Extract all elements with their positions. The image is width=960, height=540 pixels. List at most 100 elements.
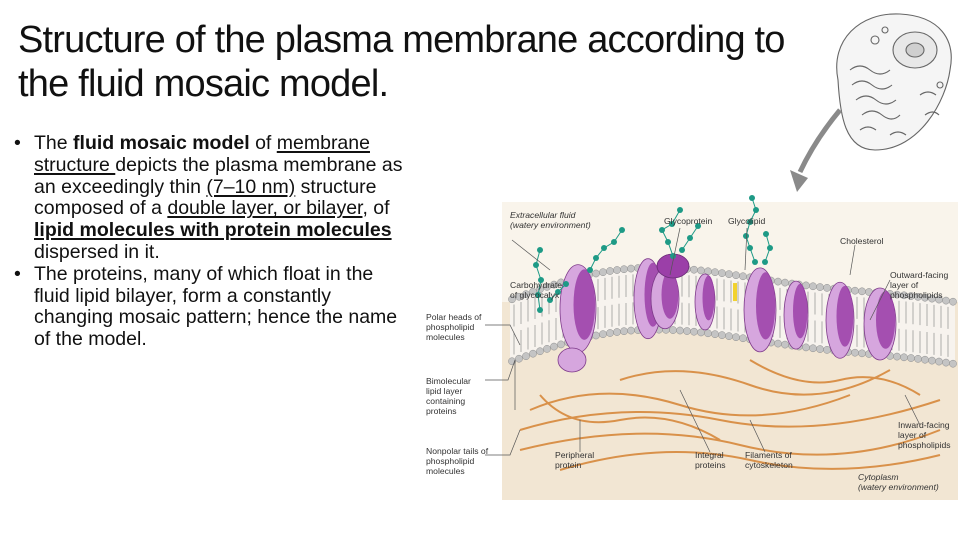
phospholipid-head bbox=[732, 333, 740, 342]
phospholipid-head bbox=[599, 268, 607, 277]
bullet-dot-icon: • bbox=[14, 262, 21, 285]
phospholipid-head bbox=[669, 326, 677, 334]
sugar-unit bbox=[753, 207, 759, 213]
sugar-unit bbox=[611, 239, 617, 245]
sugar-unit bbox=[537, 247, 543, 253]
label-nonpolar-tails: Nonpolar tails of phospholipid molecules bbox=[426, 446, 489, 476]
label-outward-layer: Outward-facing layer of phospholipids bbox=[890, 270, 949, 300]
phospholipid-head bbox=[802, 343, 810, 352]
bullet1-text: The bbox=[34, 132, 74, 154]
phospholipid-head bbox=[529, 287, 537, 296]
phospholipid-head bbox=[627, 264, 635, 273]
phospholipid-head bbox=[697, 266, 705, 275]
label-bimolecular-layer: Bimolecular lipid layer containing prote… bbox=[426, 376, 471, 416]
phospholipid-head bbox=[823, 346, 831, 354]
sugar-unit bbox=[747, 245, 753, 251]
sugar-unit bbox=[669, 221, 675, 227]
phospholipid-head bbox=[851, 286, 859, 295]
sugar-unit bbox=[743, 233, 749, 239]
phospholipid-head bbox=[851, 348, 859, 357]
bullet1-underlined: (7–10 nm) bbox=[206, 175, 296, 198]
phospholipid-head bbox=[921, 355, 929, 364]
phospholipid-head bbox=[606, 329, 614, 337]
sugar-unit bbox=[749, 195, 755, 201]
phospholipid-head bbox=[809, 282, 817, 291]
bullet-item: • The proteins, many of which float in th… bbox=[14, 262, 409, 351]
sugar-unit bbox=[767, 245, 773, 251]
phospholipid-head bbox=[592, 331, 600, 340]
phospholipid-head bbox=[627, 326, 635, 335]
phospholipid-head bbox=[893, 352, 901, 361]
sugar-unit bbox=[587, 267, 593, 273]
phospholipid-head bbox=[704, 329, 712, 338]
phospholipid-head bbox=[592, 269, 600, 278]
bullet1-text: , of bbox=[362, 197, 390, 220]
bullet1-text: depicts the plasma membrane as an exceed… bbox=[34, 153, 403, 198]
phospholipid-head bbox=[949, 359, 957, 368]
sugar-unit bbox=[687, 235, 693, 241]
glycocalyx-chains bbox=[533, 195, 773, 313]
label-cholesterol: Cholesterol bbox=[840, 236, 884, 246]
phospholipid-head bbox=[816, 283, 824, 291]
label-carbohydrate: Carbohydrate of glycocalyx bbox=[510, 280, 563, 300]
phospholipid-head bbox=[620, 327, 628, 336]
phospholipid-head bbox=[550, 280, 558, 289]
bullet1-underlined: membrane structure bbox=[34, 132, 370, 176]
phospholipid-head bbox=[543, 345, 551, 353]
phospholipid-head bbox=[690, 327, 698, 336]
phospholipid-head bbox=[739, 334, 747, 343]
phospholipid-head bbox=[928, 356, 936, 365]
phospholipid-head bbox=[599, 330, 607, 339]
membrane-diagram bbox=[485, 13, 958, 500]
label-peripheral-protein: Peripheral protein bbox=[555, 450, 595, 470]
phospholipid-head bbox=[536, 347, 544, 356]
phospholipid-head bbox=[900, 353, 908, 362]
sugar-unit bbox=[555, 289, 561, 295]
bullet1-text: structure composed of a bbox=[34, 175, 377, 220]
membrane-proteins bbox=[557, 253, 897, 373]
sugar-unit bbox=[763, 231, 769, 237]
integral-protein-shade bbox=[756, 272, 776, 340]
phospholipid-head bbox=[606, 267, 614, 275]
bullet1-text: dispersed in it. bbox=[34, 240, 160, 263]
phospholipid-head bbox=[732, 271, 740, 280]
bullet1-bold-term: fluid mosaic model bbox=[73, 132, 250, 154]
integral-protein-shade bbox=[876, 291, 896, 349]
membrane-figure: Extracellular fluid (watery environment)… bbox=[420, 0, 960, 540]
phospholipid-head bbox=[725, 270, 733, 278]
bullet1-bold-underlined: lipid molecules with protein molecules bbox=[34, 219, 392, 242]
phospholipid-head bbox=[690, 265, 698, 274]
phospholipid-head bbox=[543, 283, 551, 291]
bullet2-text: The proteins, many of which float in the… bbox=[34, 262, 398, 351]
sugar-unit bbox=[538, 277, 544, 283]
phospholipid-head bbox=[914, 355, 922, 363]
label-polar-heads: Polar heads of phospholipid molecules bbox=[426, 312, 482, 342]
sugar-unit bbox=[695, 223, 701, 229]
phospholipid-head bbox=[935, 357, 943, 366]
sugar-unit bbox=[752, 259, 758, 265]
integral-protein-shade bbox=[702, 275, 715, 321]
sugar-unit bbox=[547, 297, 553, 303]
leader-lines bbox=[485, 227, 921, 456]
label-glycolipid: Glycolipid bbox=[728, 216, 766, 226]
phospholipid-head bbox=[718, 331, 726, 339]
integral-protein-shade bbox=[793, 283, 808, 339]
label-glycoprotein: Glycoprotein bbox=[664, 216, 713, 226]
phospholipid-head bbox=[676, 326, 684, 335]
cytoskeleton-filaments bbox=[519, 359, 941, 471]
sugar-unit bbox=[659, 227, 665, 233]
bullet1-text: of bbox=[249, 132, 277, 154]
phospholipid-head bbox=[613, 266, 621, 274]
phospholipid-head bbox=[942, 358, 950, 367]
sugar-unit bbox=[679, 247, 685, 253]
phospholipid-head bbox=[613, 328, 621, 336]
sugar-unit bbox=[601, 245, 607, 251]
bullet1-underlined: double layer, or bilayer bbox=[167, 197, 363, 220]
label-cytoplasm: Cytoplasm (watery environment) bbox=[858, 472, 939, 492]
sugar-unit bbox=[533, 262, 539, 268]
arrow-down-icon bbox=[790, 108, 842, 192]
phospholipid-head bbox=[522, 290, 530, 299]
bullet-list: • The fluid mosaic model of membrane stru… bbox=[14, 132, 409, 351]
phospholipid-head bbox=[816, 345, 824, 353]
sugar-unit bbox=[677, 207, 683, 213]
